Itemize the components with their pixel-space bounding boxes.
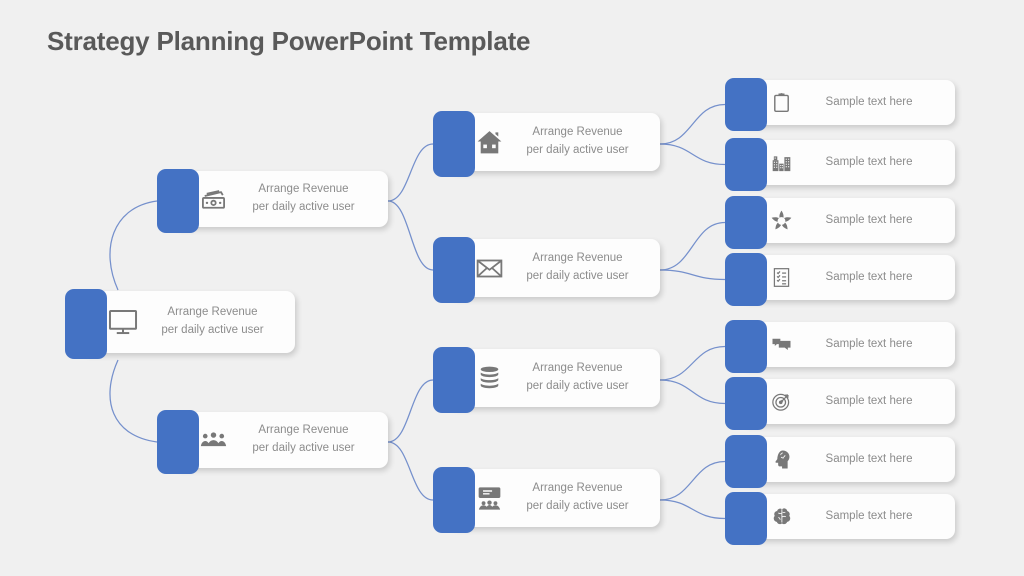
- people-icon: [198, 425, 229, 456]
- node-label: Arrange Revenue per daily active user: [140, 304, 295, 340]
- connector: [659, 345, 726, 381]
- node-label: Arrange Revenue per daily active user: [505, 124, 660, 160]
- node-chat[interactable]: Sample text here: [725, 320, 955, 373]
- node-label: Arrange Revenue per daily active user: [229, 422, 388, 458]
- node-label-line1: Arrange Revenue: [532, 252, 623, 265]
- node-label-line1: Sample text here: [825, 509, 913, 522]
- hands-star-icon: [770, 209, 793, 232]
- node-label-line2: per daily active user: [526, 144, 629, 156]
- node-label: Sample text here: [793, 212, 955, 230]
- node-label: Sample text here: [793, 393, 955, 411]
- slide-title: Strategy Planning PowerPoint Template: [47, 26, 531, 56]
- node-label: Arrange Revenue per daily active user: [505, 480, 660, 516]
- node-mind[interactable]: Sample text here: [725, 435, 955, 488]
- node-tasks[interactable]: Sample text here: [725, 253, 955, 306]
- checklist-icon: [770, 266, 793, 289]
- connector: [387, 379, 434, 443]
- chat-bubbles-icon: [770, 333, 793, 356]
- node-label-line1: Sample text here: [825, 452, 913, 465]
- node-label-line1: Sample text here: [825, 95, 913, 108]
- buildings-icon: [770, 151, 793, 174]
- node-label-line1: Sample text here: [825, 270, 913, 283]
- node-clipboard[interactable]: Sample text here: [725, 78, 955, 131]
- connector: [659, 143, 726, 166]
- node-hands[interactable]: Sample text here: [725, 196, 955, 249]
- money-icon: [198, 184, 229, 215]
- envelope-icon: [474, 253, 505, 284]
- node-label-line1: Arrange Revenue: [258, 183, 349, 196]
- connector: [659, 221, 726, 271]
- connector: [109, 359, 158, 443]
- node-label-line2: per daily active user: [526, 500, 629, 512]
- node-brain[interactable]: Sample text here: [725, 492, 955, 545]
- target-icon: [770, 390, 793, 413]
- node-mail[interactable]: Arrange Revenue per daily active user: [433, 237, 660, 303]
- connector: [109, 200, 158, 291]
- node-label-line2: per daily active user: [161, 324, 264, 336]
- node-label-line2: per daily active user: [526, 380, 629, 392]
- connector: [387, 441, 434, 501]
- connector: [659, 269, 726, 281]
- node-label-line1: Sample text here: [825, 394, 913, 407]
- node-presentation[interactable]: Arrange Revenue per daily active user: [433, 467, 660, 533]
- node-label-line1: Sample text here: [825, 337, 913, 350]
- connector: [387, 200, 434, 271]
- node-label: Sample text here: [793, 94, 955, 112]
- node-label: Sample text here: [793, 451, 955, 469]
- connector: [659, 460, 726, 501]
- node-label-line1: Sample text here: [825, 155, 913, 168]
- node-home[interactable]: Arrange Revenue per daily active user: [433, 111, 660, 177]
- connector: [659, 379, 726, 405]
- node-city[interactable]: Sample text here: [725, 138, 955, 191]
- node-label-line1: Arrange Revenue: [167, 306, 258, 319]
- node-label: Sample text here: [793, 269, 955, 287]
- node-finance[interactable]: Arrange Revenue per daily active user: [157, 169, 388, 233]
- node-label: Arrange Revenue per daily active user: [505, 360, 660, 396]
- brain-icon: [770, 505, 793, 528]
- node-label-line1: Arrange Revenue: [532, 362, 623, 375]
- node-label: Sample text here: [793, 508, 955, 526]
- node-goal[interactable]: Sample text here: [725, 377, 955, 430]
- monitor-icon: [106, 305, 140, 339]
- node-root[interactable]: Arrange Revenue per daily active user: [65, 289, 295, 359]
- node-label: Arrange Revenue per daily active user: [229, 181, 388, 217]
- database-icon: [474, 363, 505, 394]
- connector: [387, 143, 434, 202]
- connector: [659, 103, 726, 145]
- node-label-line2: per daily active user: [526, 270, 629, 282]
- node-label-line1: Arrange Revenue: [532, 482, 623, 495]
- node-team[interactable]: Arrange Revenue per daily active user: [157, 410, 388, 474]
- node-label-line2: per daily active user: [252, 201, 355, 213]
- node-label: Sample text here: [793, 336, 955, 354]
- node-label-line1: Arrange Revenue: [532, 126, 623, 139]
- node-label: Sample text here: [793, 154, 955, 172]
- node-label-line2: per daily active user: [252, 442, 355, 454]
- presentation-icon: [474, 483, 505, 514]
- head-brain-icon: [770, 448, 793, 471]
- node-label: Arrange Revenue per daily active user: [505, 250, 660, 286]
- home-icon: [474, 127, 505, 158]
- node-label-line1: Sample text here: [825, 213, 913, 226]
- node-database[interactable]: Arrange Revenue per daily active user: [433, 347, 660, 413]
- node-label-line1: Arrange Revenue: [258, 424, 349, 437]
- connector: [659, 499, 726, 520]
- clipboard-icon: [770, 91, 793, 114]
